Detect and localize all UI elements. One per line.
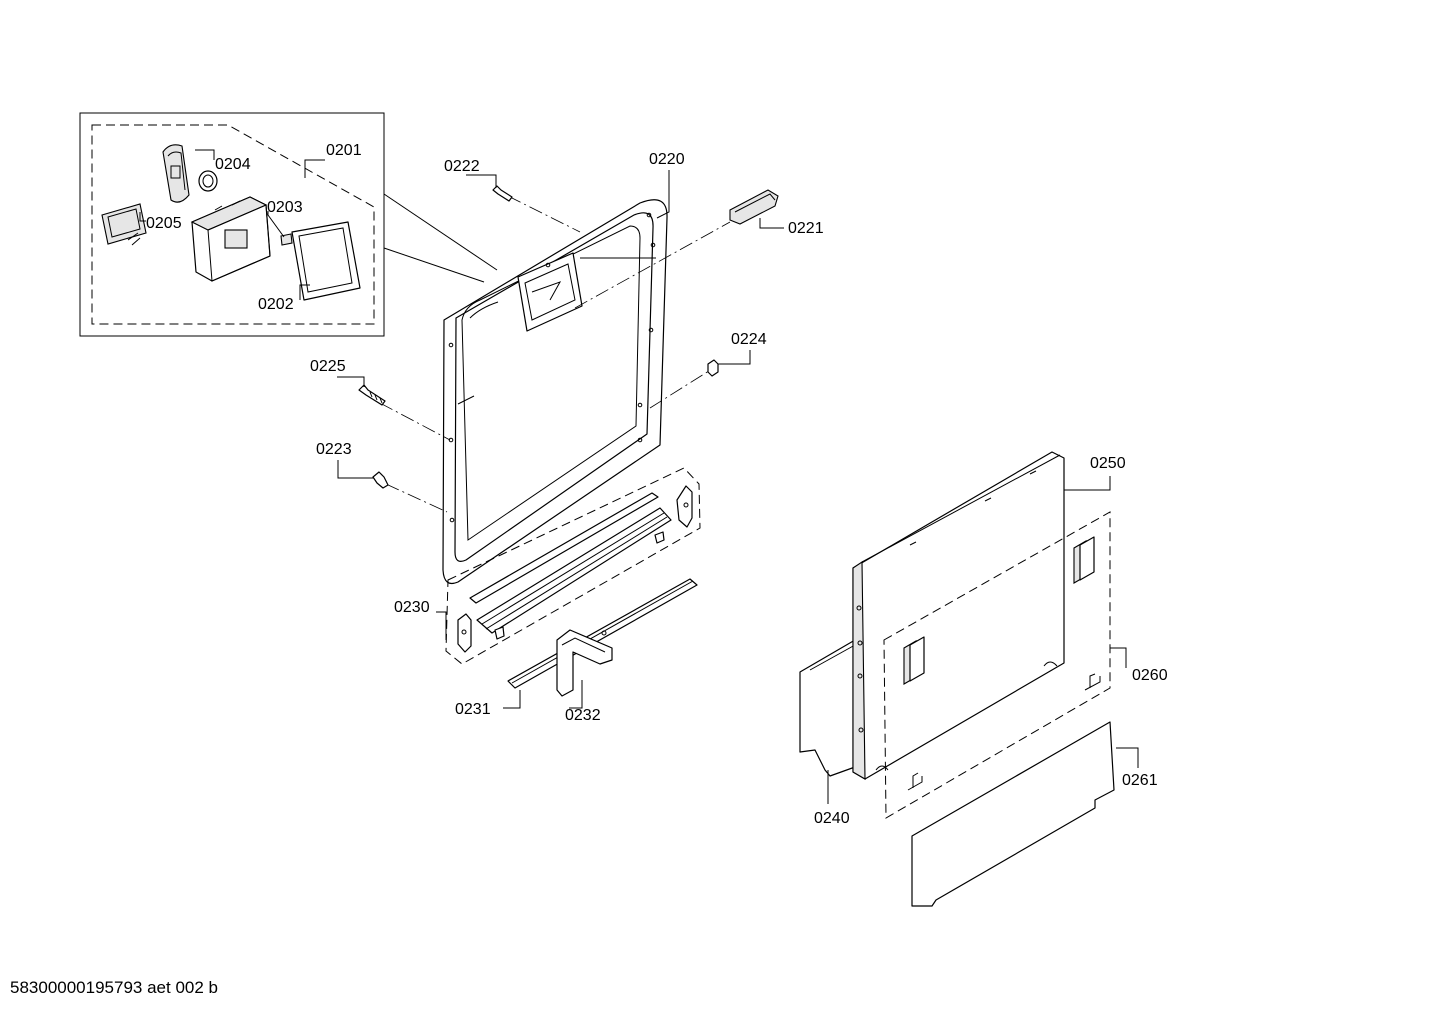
part-0261-kick-plate[interactable]: [911, 721, 1115, 907]
assembly-0230-dashed-boundary: [445, 467, 701, 665]
leader-0260: [1110, 647, 1127, 668]
leader-0250: [1064, 476, 1111, 491]
inset-dashed-boundary: [91, 124, 375, 325]
leader-0204: [195, 149, 215, 160]
part-0204-ring-seal[interactable]: [198, 170, 218, 192]
leader-0225: [337, 376, 365, 387]
leader-0232: [569, 680, 583, 709]
leader-0201: [304, 159, 325, 178]
label-0222: 0222: [444, 158, 480, 175]
inset-projection-line-top: [383, 193, 498, 271]
label-0221: 0221: [788, 220, 824, 237]
leader-0202: [299, 284, 310, 300]
label-0205: 0205: [146, 215, 182, 232]
part-0232-bracket[interactable]: [556, 629, 613, 697]
label-0231: 0231: [455, 701, 491, 718]
label-0261: 0261: [1122, 772, 1158, 789]
label-0204: 0204: [215, 156, 251, 173]
leader-0221: [759, 218, 784, 229]
label-0202: 0202: [258, 296, 294, 313]
dispenser-detail-inset: 0201 0204 0205 0203 0202: [79, 112, 498, 337]
leader-0203: [267, 211, 285, 238]
axis-0225: [379, 402, 451, 441]
axis-0222: [507, 195, 581, 233]
axis-0223: [385, 483, 448, 513]
part-0220-inner-door[interactable]: [442, 199, 668, 585]
part-0250-outer-panel[interactable]: [852, 451, 1065, 780]
label-0203: 0203: [267, 199, 303, 216]
leader-0205: [139, 212, 146, 222]
part-0230-hinge-assembly[interactable]: [445, 467, 701, 665]
label-0240: 0240: [814, 810, 850, 827]
part-0205-cover-plate[interactable]: [101, 203, 147, 246]
axis-0224: [649, 368, 713, 409]
label-0250: 0250: [1090, 455, 1126, 472]
part-0202-seal-frame[interactable]: [291, 221, 361, 301]
part-0240-back-board[interactable]: [799, 639, 856, 777]
label-0225: 0225: [310, 358, 346, 375]
leader-0224: [718, 350, 751, 365]
part-0260-mounting-kit[interactable]: [883, 511, 1111, 819]
part-0223-screw[interactable]: [372, 471, 389, 489]
kit-0260-dashed-boundary: [883, 511, 1111, 819]
axis-0221: [574, 221, 731, 309]
part-0231-rod[interactable]: [507, 578, 698, 689]
leader-0220: [656, 170, 670, 219]
leader-0230: [436, 611, 447, 640]
inset-frame: [79, 112, 385, 337]
label-0232: 0232: [565, 707, 601, 724]
leader-0223: [337, 460, 374, 479]
label-0230: 0230: [394, 599, 430, 616]
part-0222-screw[interactable]: [492, 185, 513, 202]
leader-0261: [1116, 747, 1139, 768]
label-0224: 0224: [731, 331, 767, 348]
label-0260: 0260: [1132, 667, 1168, 684]
drawing-id: 58300000195793 aet 002 b: [10, 978, 218, 997]
label-0223: 0223: [316, 441, 352, 458]
leader-0231: [503, 690, 521, 709]
part-0225-long-screw[interactable]: [358, 384, 386, 406]
label-0201: 0201: [326, 142, 362, 159]
part-0224-screw[interactable]: [707, 359, 719, 377]
inset-projection-line-bottom: [383, 247, 485, 283]
label-0220: 0220: [649, 151, 685, 168]
part-0201-dispenser-body[interactable]: [190, 196, 271, 282]
part-0204-dispenser-lid[interactable]: [162, 144, 190, 203]
leader-0222: [466, 174, 497, 188]
part-0221-clip[interactable]: [729, 189, 779, 225]
